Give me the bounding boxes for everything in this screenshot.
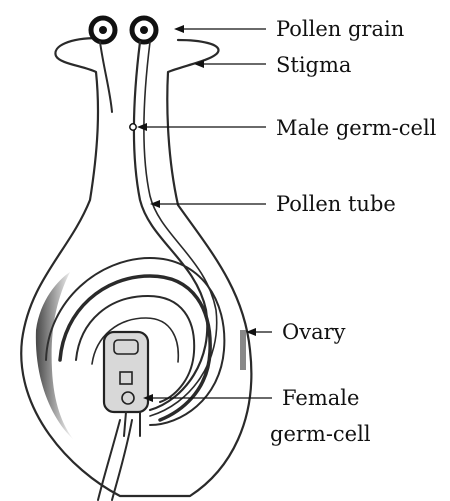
label-ovary: Ovary: [282, 320, 346, 344]
pollen-grain-right: [132, 18, 156, 42]
pollen-grain-left: [91, 18, 115, 42]
label-female-germ-cell-line2: germ-cell: [270, 422, 371, 446]
label-female-germ-cell-line1: Female: [282, 386, 359, 410]
ovary-shading: [36, 272, 74, 440]
funicle: [98, 420, 120, 500]
pointer-ovary: [246, 328, 272, 336]
pointer-male-germ-cell: [137, 123, 266, 131]
funicle-inner: [112, 420, 132, 500]
pollen-tube-short: [100, 42, 112, 112]
pointer-pollen-tube: [150, 200, 266, 208]
pointer-stigma: [194, 60, 266, 68]
male-germ-cell: [130, 124, 136, 130]
ovary-edge-mark: [240, 330, 246, 370]
pointer-pollen-grain: [174, 25, 266, 33]
label-stigma: Stigma: [276, 53, 351, 77]
pistil-outline: [21, 38, 251, 496]
label-pollen-grain: Pollen grain: [276, 17, 404, 41]
label-pollen-tube: Pollen tube: [276, 192, 396, 216]
label-male-germ-cell: Male germ-cell: [276, 116, 437, 140]
